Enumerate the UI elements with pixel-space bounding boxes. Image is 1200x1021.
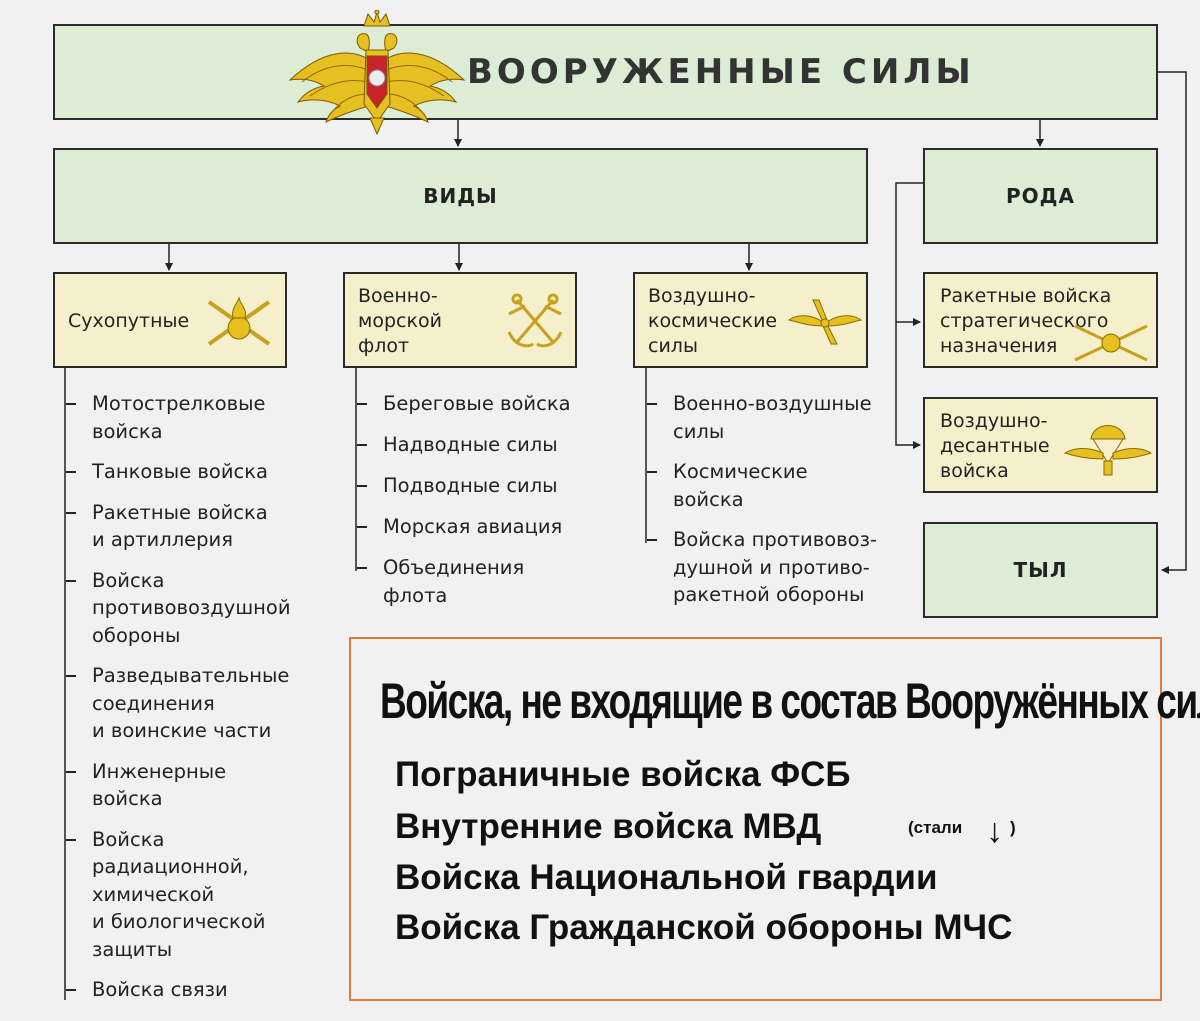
winged-propeller-icon xyxy=(787,299,863,345)
navy-box: Военно- морской флот xyxy=(343,272,577,368)
ground-forces-label: Сухопутные xyxy=(68,310,190,332)
crossed-anchors-icon xyxy=(507,293,563,348)
list-item: Надводные силы xyxy=(357,431,571,459)
list-item: Космические войска xyxy=(647,458,877,513)
airborne-forces-box: Воздушно- десантные войска xyxy=(923,397,1158,493)
aerospace-forces-list: Военно-воздушные силы Космические войска… xyxy=(647,390,877,609)
types-box: ВИДЫ xyxy=(53,148,868,244)
aerospace-forces-box: Воздушно- космические силы xyxy=(633,272,868,368)
list-item: Разведывательные соединения и воинские ч… xyxy=(66,662,291,745)
crossed-swords-grenade-icon xyxy=(207,296,271,346)
double-headed-eagle-emblem-icon xyxy=(288,10,466,136)
list-item: Войска противовоздушной обороны xyxy=(66,567,291,650)
arms-box: РОДА xyxy=(923,148,1158,244)
list-item: Мотострелковые войска xyxy=(66,390,291,445)
aerospace-forces-label: Воздушно- космические силы xyxy=(648,285,778,357)
navy-list: Береговые войска Надводные силы Подводны… xyxy=(357,390,571,609)
list-item: Подводные силы xyxy=(357,472,571,500)
types-label: ВИДЫ xyxy=(423,184,498,208)
list-item: Морская авиация xyxy=(357,513,571,541)
down-arrow-icon: ↓ xyxy=(986,812,1003,850)
note-line: Войска Гражданской обороны МЧС xyxy=(395,908,1013,947)
list-item: Войска связи xyxy=(66,976,291,1004)
list-item: Военно-воздушные силы xyxy=(647,390,877,445)
list-item: Войска радиационной, химической и биолог… xyxy=(66,826,291,964)
airborne-forces-label: Воздушно- десантные войска xyxy=(940,410,1050,482)
list-item: Ракетные войска и артиллерия xyxy=(66,499,291,554)
list-item: Береговые войска xyxy=(357,390,571,418)
strategic-missile-forces-label: Ракетные войска стратегического назначен… xyxy=(940,285,1112,357)
note-line: Войска Национальной гвардии xyxy=(395,858,938,897)
note-line: Внутренние войска МВД xyxy=(395,807,822,846)
armed-forces-box xyxy=(53,24,1158,120)
rear-services-box: ТЫЛ xyxy=(923,522,1158,618)
non-armed-forces-note-box xyxy=(349,637,1162,1001)
became-note-close: ) xyxy=(1010,818,1016,837)
ground-forces-box: Сухопутные xyxy=(53,272,287,368)
armed-forces-title: ВООРУЖЕННЫЕ СИЛЫ xyxy=(467,52,975,92)
missiles-emblem-icon xyxy=(1074,324,1148,362)
arms-label: РОДА xyxy=(1006,184,1075,208)
note-title: Войска, не входящие в состав Вооружённых… xyxy=(380,673,1200,729)
became-note: (стали xyxy=(908,818,963,837)
note-line: Пограничные войска ФСБ xyxy=(395,755,851,794)
list-item: Войска противовоз- душной и противо- рак… xyxy=(647,526,877,609)
rear-services-label: ТЫЛ xyxy=(1013,558,1068,582)
strategic-missile-forces-box: Ракетные войска стратегического назначен… xyxy=(923,272,1158,368)
ground-forces-list: Мотострелковые войска Танковые войска Ра… xyxy=(66,390,291,1004)
list-item: Объединения флота xyxy=(357,554,571,609)
navy-label: Военно- морской флот xyxy=(358,285,442,357)
list-item: Танковые войска xyxy=(66,458,291,486)
parachute-wings-icon xyxy=(1063,425,1153,476)
list-item: Инженерные войска xyxy=(66,758,291,813)
